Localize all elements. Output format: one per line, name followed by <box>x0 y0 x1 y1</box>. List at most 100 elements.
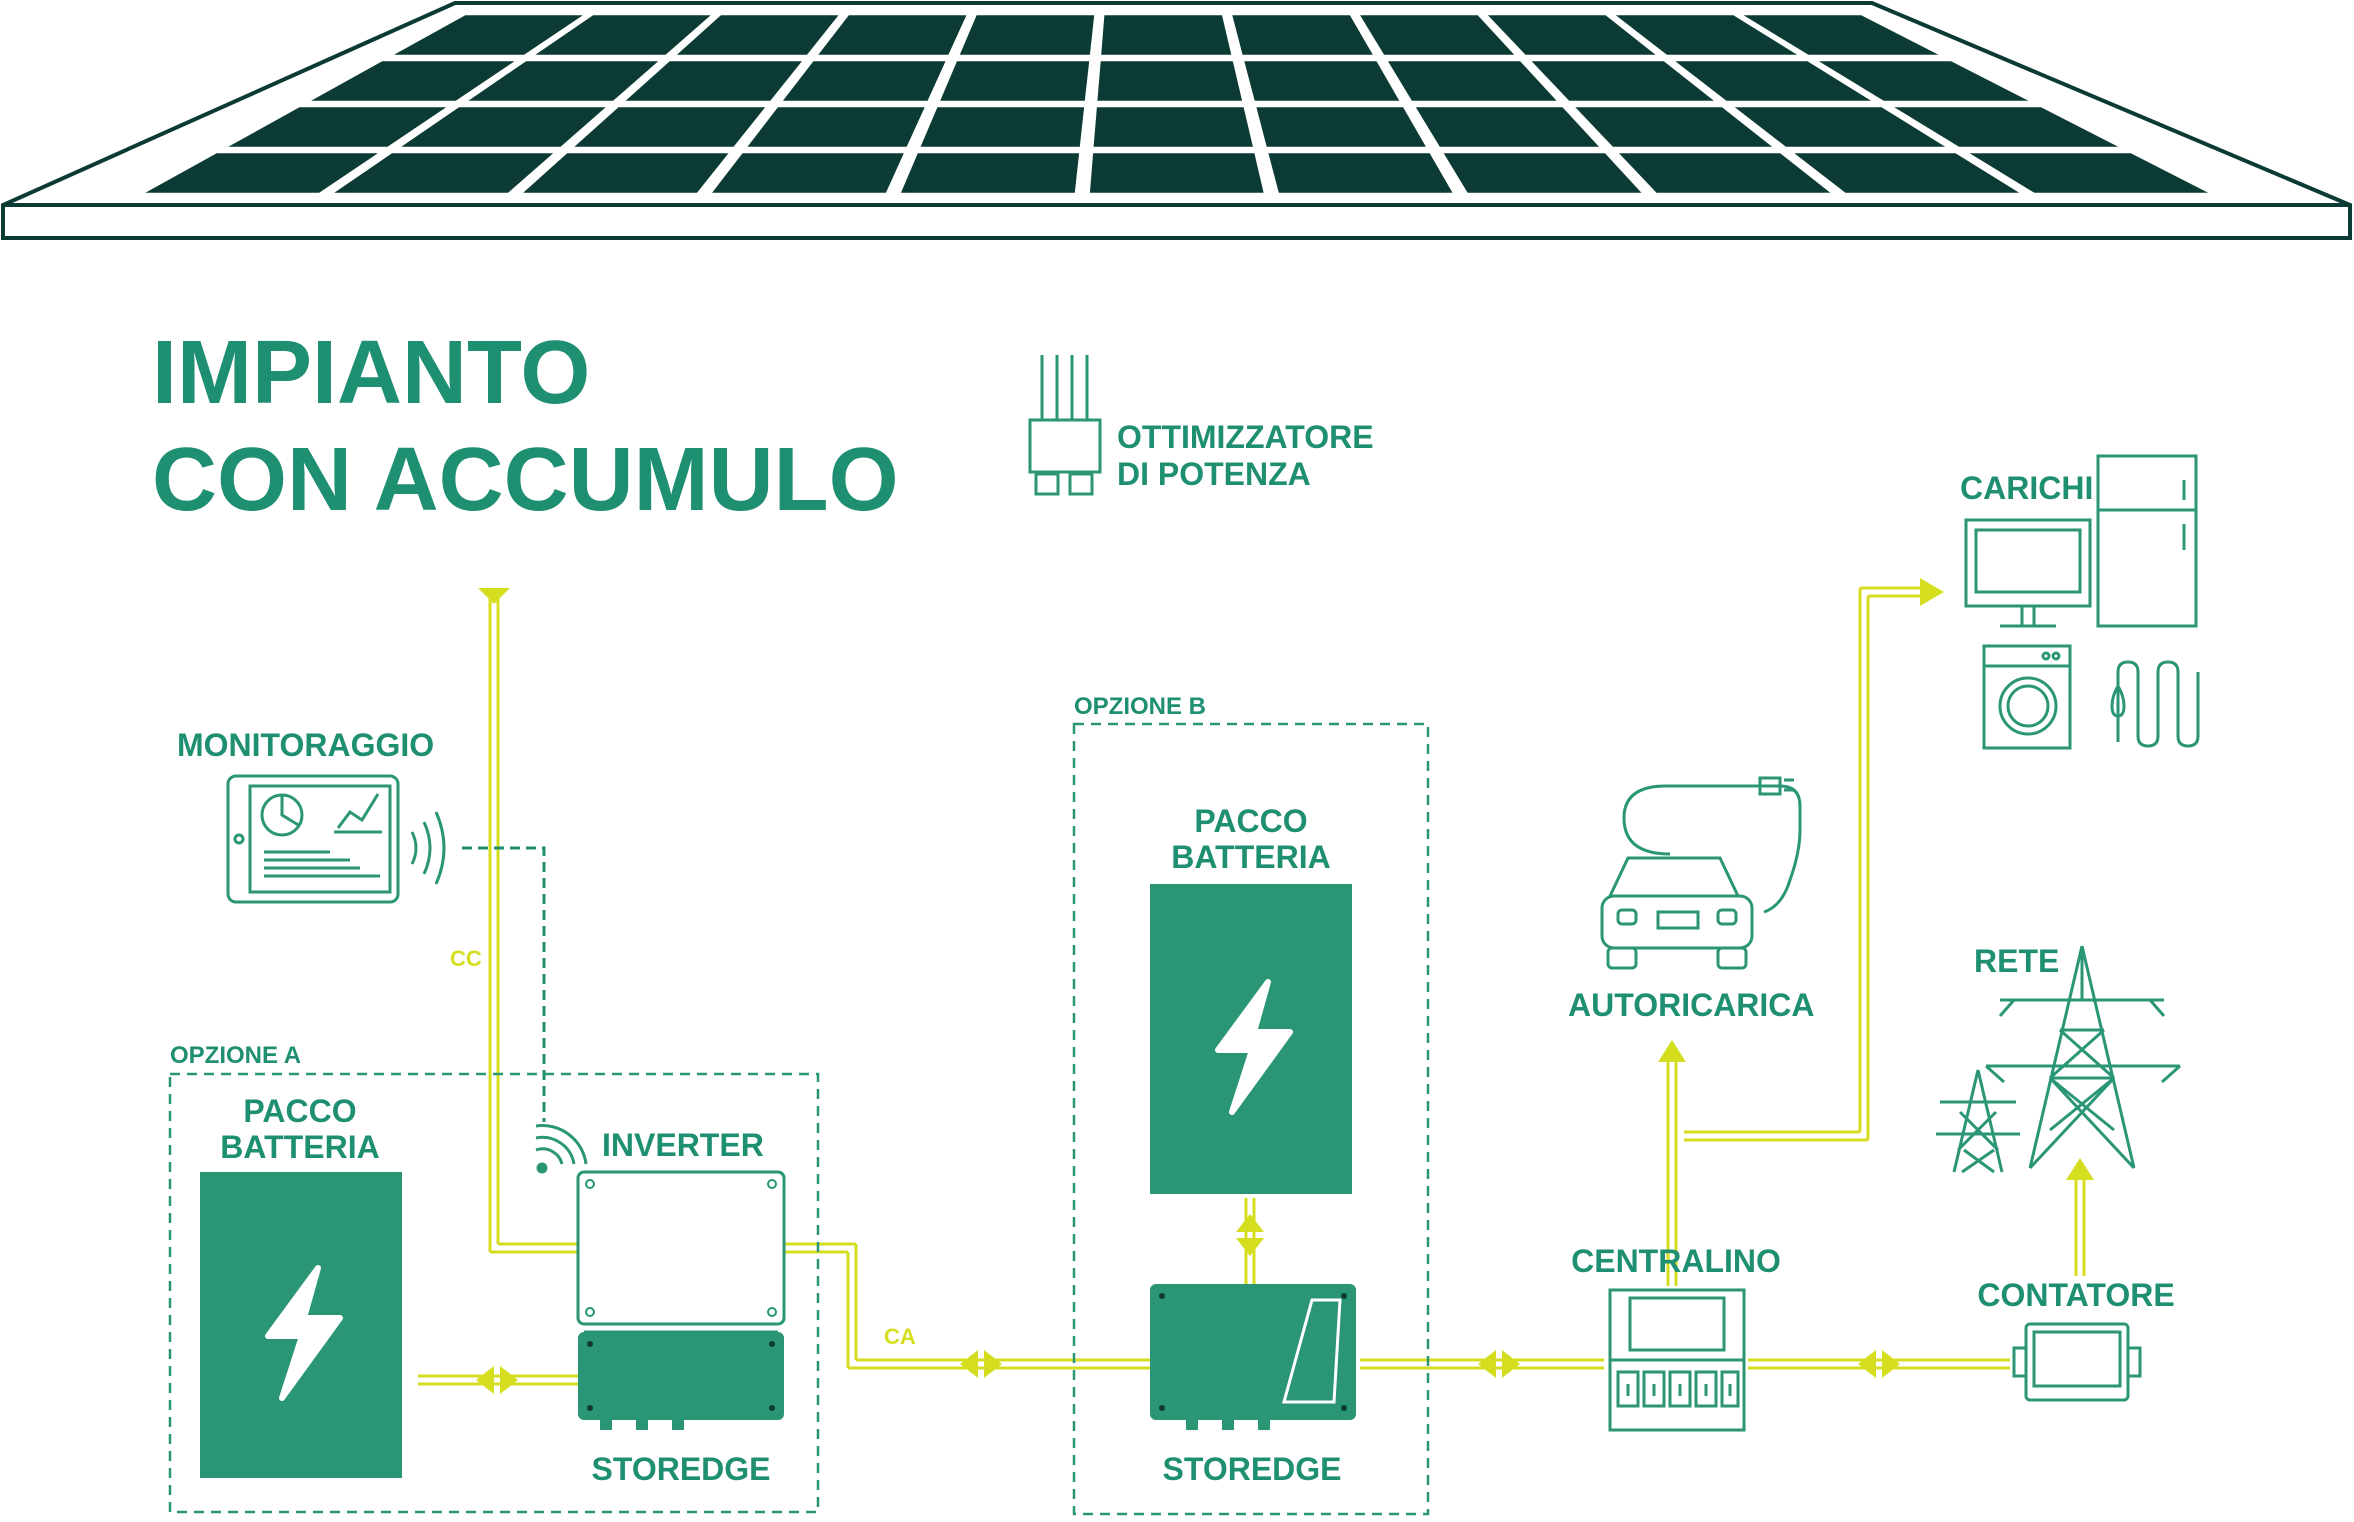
dc-label: CC <box>450 946 482 971</box>
option-a-storedge-label: STOREDGE <box>592 1451 771 1487</box>
storedge-b-icon <box>1150 1284 1356 1430</box>
option-b-label: OPZIONE B <box>1074 693 1206 720</box>
solar-cell <box>1818 61 2029 101</box>
option-b-battery <box>1150 884 1352 1194</box>
bidir-arrow-ca-left <box>960 1350 978 1378</box>
lightning-icon-b <box>1215 979 1293 1115</box>
option-a-battery-label-line1: PACCO <box>243 1093 356 1129</box>
arrow-up-ev <box>1658 1040 1686 1062</box>
bidir-arrow-meter-left <box>1858 1350 1876 1378</box>
option-a-box <box>168 1072 820 1514</box>
solar-cell <box>523 153 729 193</box>
solar-cell <box>1101 15 1232 55</box>
solar-cell <box>1619 153 1831 193</box>
solar-cell <box>920 107 1085 147</box>
bidir-arrow-a-right <box>500 1366 518 1394</box>
solar-cell <box>959 15 1095 55</box>
meter-icon <box>2012 1322 2142 1402</box>
solar-cells <box>145 15 2209 193</box>
option-a-label: OPZIONE A <box>170 1042 301 1069</box>
optimizer-label-line1: OTTIMIZZATORE <box>1117 419 1374 455</box>
monitoring-link <box>462 846 546 1122</box>
solar-cell <box>1575 107 1773 147</box>
bidir-arrow-ca-right <box>984 1350 1002 1378</box>
monitoring-label: MONITORAGGIO <box>177 727 434 763</box>
inverter-icon <box>576 1170 786 1334</box>
solar-cell <box>1097 61 1243 101</box>
solar-cell <box>1734 107 1946 147</box>
bidir-arrow-a-left <box>476 1366 494 1394</box>
solar-cell <box>1415 107 1599 147</box>
solar-cell <box>145 153 378 193</box>
solar-cell <box>1089 153 1264 193</box>
solar-cell <box>747 107 925 147</box>
optimizer-label-line2: DI POTENZA <box>1117 456 1311 492</box>
ev-car-icon <box>1600 776 1802 970</box>
solar-cell <box>1675 61 1872 101</box>
title-line2: CON ACCUMULO <box>152 430 899 530</box>
solar-cell <box>782 61 946 101</box>
solar-cell <box>901 153 1080 193</box>
solar-cell <box>401 107 606 147</box>
solar-cell <box>940 61 1090 101</box>
solar-cell <box>818 15 967 55</box>
carichi-label: CARICHI <box>1960 470 2093 506</box>
centralino-icon <box>1608 1288 1746 1432</box>
optimizer-icon <box>1028 355 1102 496</box>
washing-machine-icon <box>1982 644 2072 750</box>
option-b-battery-label-line2: BATTERIA <box>1171 839 1330 875</box>
solar-cell <box>625 61 802 101</box>
option-a-battery-label-line2: BATTERIA <box>220 1129 379 1165</box>
tablet-icon <box>226 774 446 904</box>
title: IMPIANTO CON ACCUMULO <box>152 323 899 530</box>
ac-label: CA <box>884 1324 916 1349</box>
option-b-battery-label-line1: PACCO <box>1194 803 1307 839</box>
rete-label: RETE <box>1974 943 2059 979</box>
solar-cell <box>1232 15 1373 55</box>
solar-cell <box>1743 15 1939 55</box>
solar-cell <box>1244 61 1400 101</box>
solar-cell <box>1794 153 2020 193</box>
arrow-up-grid <box>2066 1158 2094 1180</box>
autoricarica-label: AUTORICARICA <box>1568 987 1815 1023</box>
solar-cell <box>1969 153 2209 193</box>
solar-cell <box>535 15 711 55</box>
wifi-icon <box>535 1124 588 1174</box>
arrow-right-loads <box>1920 578 1944 606</box>
solar-cell <box>1443 153 1642 193</box>
solar-cell <box>334 153 554 193</box>
arrows <box>476 578 2094 1394</box>
solar-cell <box>1487 15 1656 55</box>
solar-cell <box>1093 107 1253 147</box>
solar-cell <box>1615 15 1798 55</box>
option-b-box <box>1072 722 1430 1516</box>
solar-cell <box>468 61 659 101</box>
bidir-arrow-cen-left <box>1478 1350 1496 1378</box>
bidir-arrow-b-up <box>1236 1214 1264 1232</box>
solar-cell <box>1256 107 1426 147</box>
lightning-icon <box>265 1265 343 1401</box>
bidir-arrow-cen-right <box>1502 1350 1520 1378</box>
contatore-label: CONTATORE <box>1977 1277 2174 1313</box>
solar-cell <box>712 153 904 193</box>
solar-cell <box>311 61 515 101</box>
solar-cell <box>394 15 583 55</box>
solar-cell <box>1268 153 1453 193</box>
title-line1: IMPIANTO <box>152 323 590 423</box>
power-lines <box>418 586 2086 1386</box>
inverter-label: INVERTER <box>602 1127 764 1163</box>
option-a-battery <box>200 1172 402 1478</box>
solar-cell <box>1360 15 1515 55</box>
monitor-icon <box>1964 518 2092 608</box>
solar-cell <box>228 107 447 147</box>
bidir-arrow-b-down <box>1236 1238 1264 1256</box>
solar-roof <box>1 1 2352 240</box>
heater-icon <box>2116 660 2200 748</box>
solar-cell <box>1388 61 1557 101</box>
option-b-storedge-label: STOREDGE <box>1163 1451 1342 1487</box>
storedge-a-icon <box>578 1332 784 1430</box>
pylon-icon <box>1936 945 2181 1174</box>
solar-cell <box>1531 61 1714 101</box>
